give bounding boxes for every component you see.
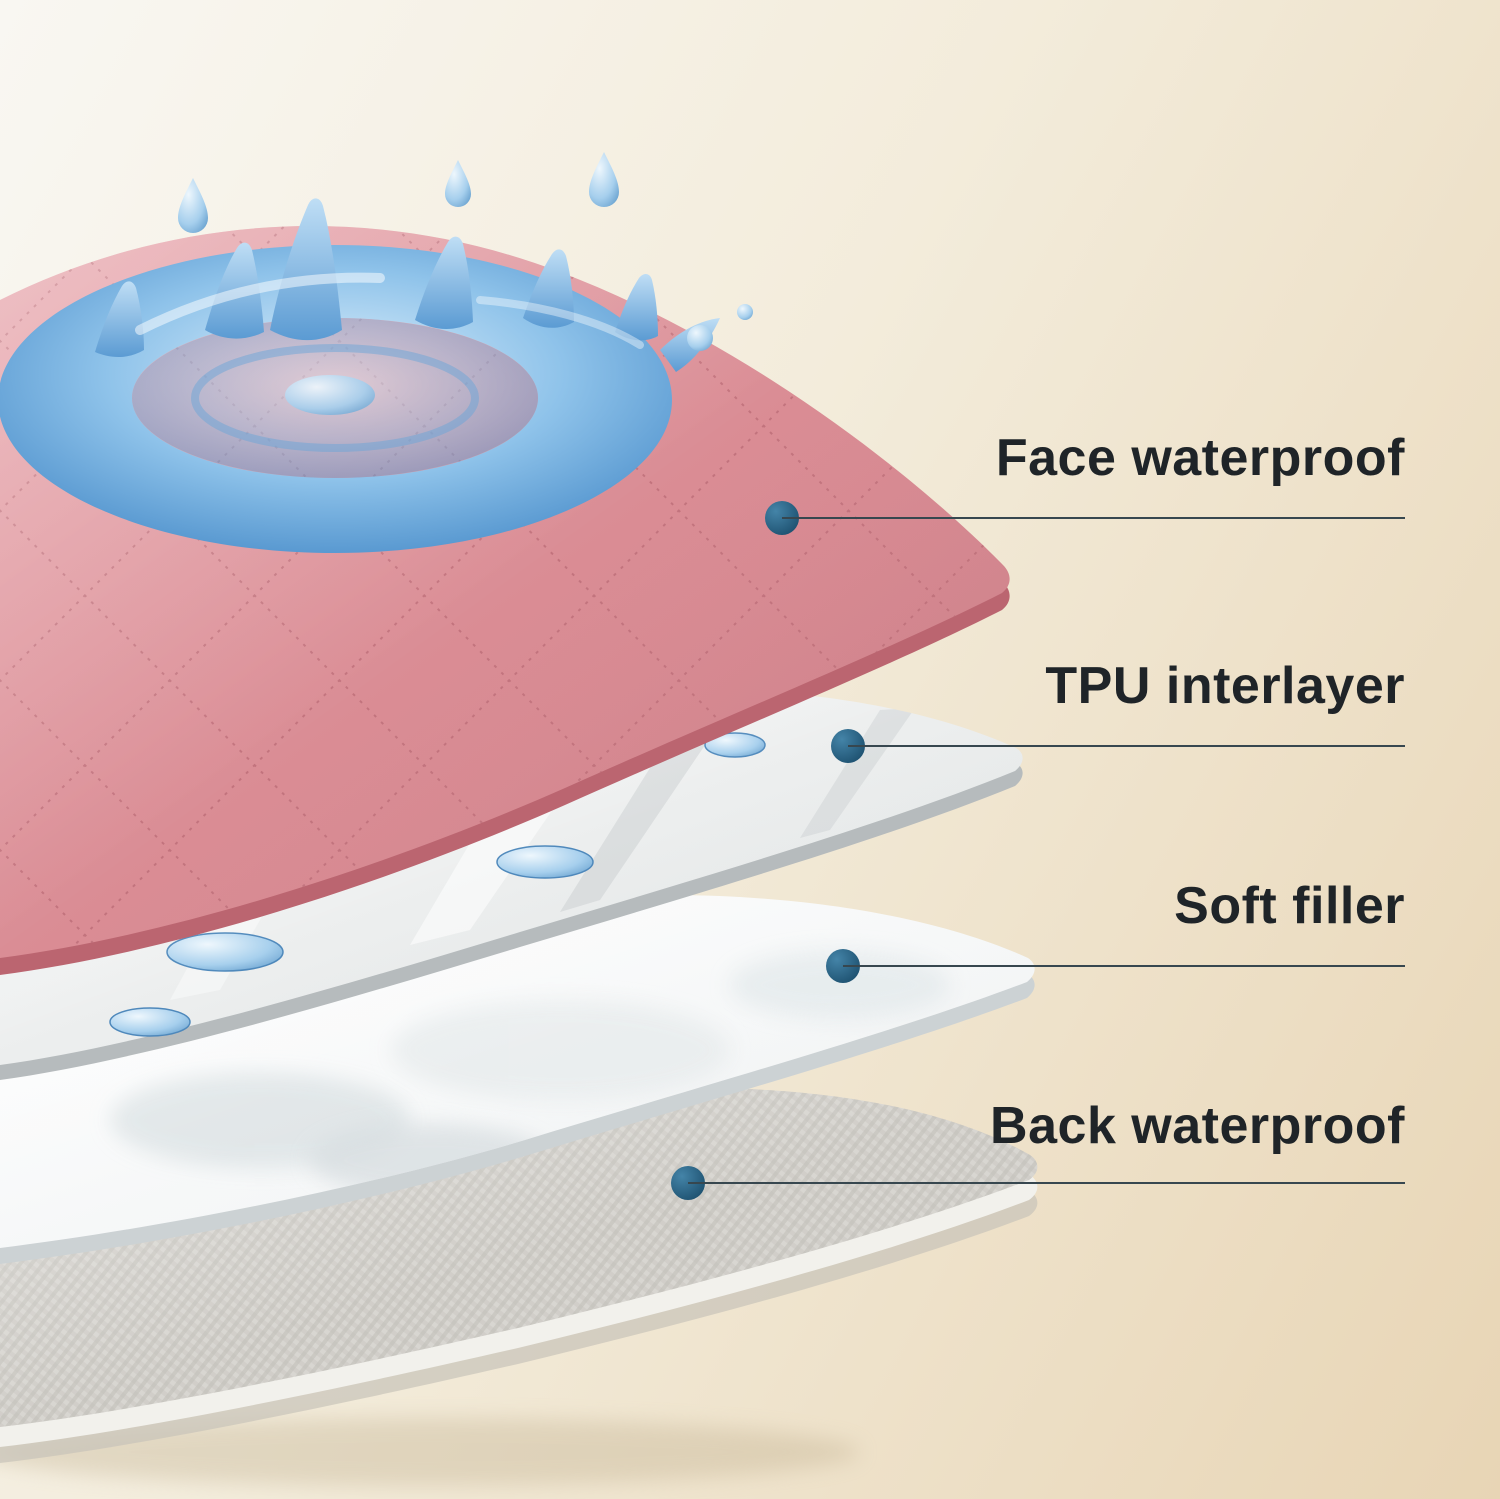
water-splash [0, 152, 753, 553]
face-waterproof-label: Face waterproof [995, 429, 1405, 487]
face-waterproof-line [782, 517, 1405, 519]
tpu-interlayer-line [848, 745, 1405, 747]
soft-filler-label: Soft filler [1174, 877, 1405, 935]
back-waterproof-line [688, 1182, 1405, 1184]
soft-filler-line [843, 965, 1405, 967]
back-waterproof-label: Back waterproof [990, 1097, 1405, 1155]
tpu-interlayer-label: TPU interlayer [1045, 657, 1405, 715]
flying-droplets [178, 152, 753, 351]
splash-highlights [135, 272, 644, 349]
ground-shadow [0, 1418, 860, 1486]
splash-crown-spikes [95, 198, 720, 372]
